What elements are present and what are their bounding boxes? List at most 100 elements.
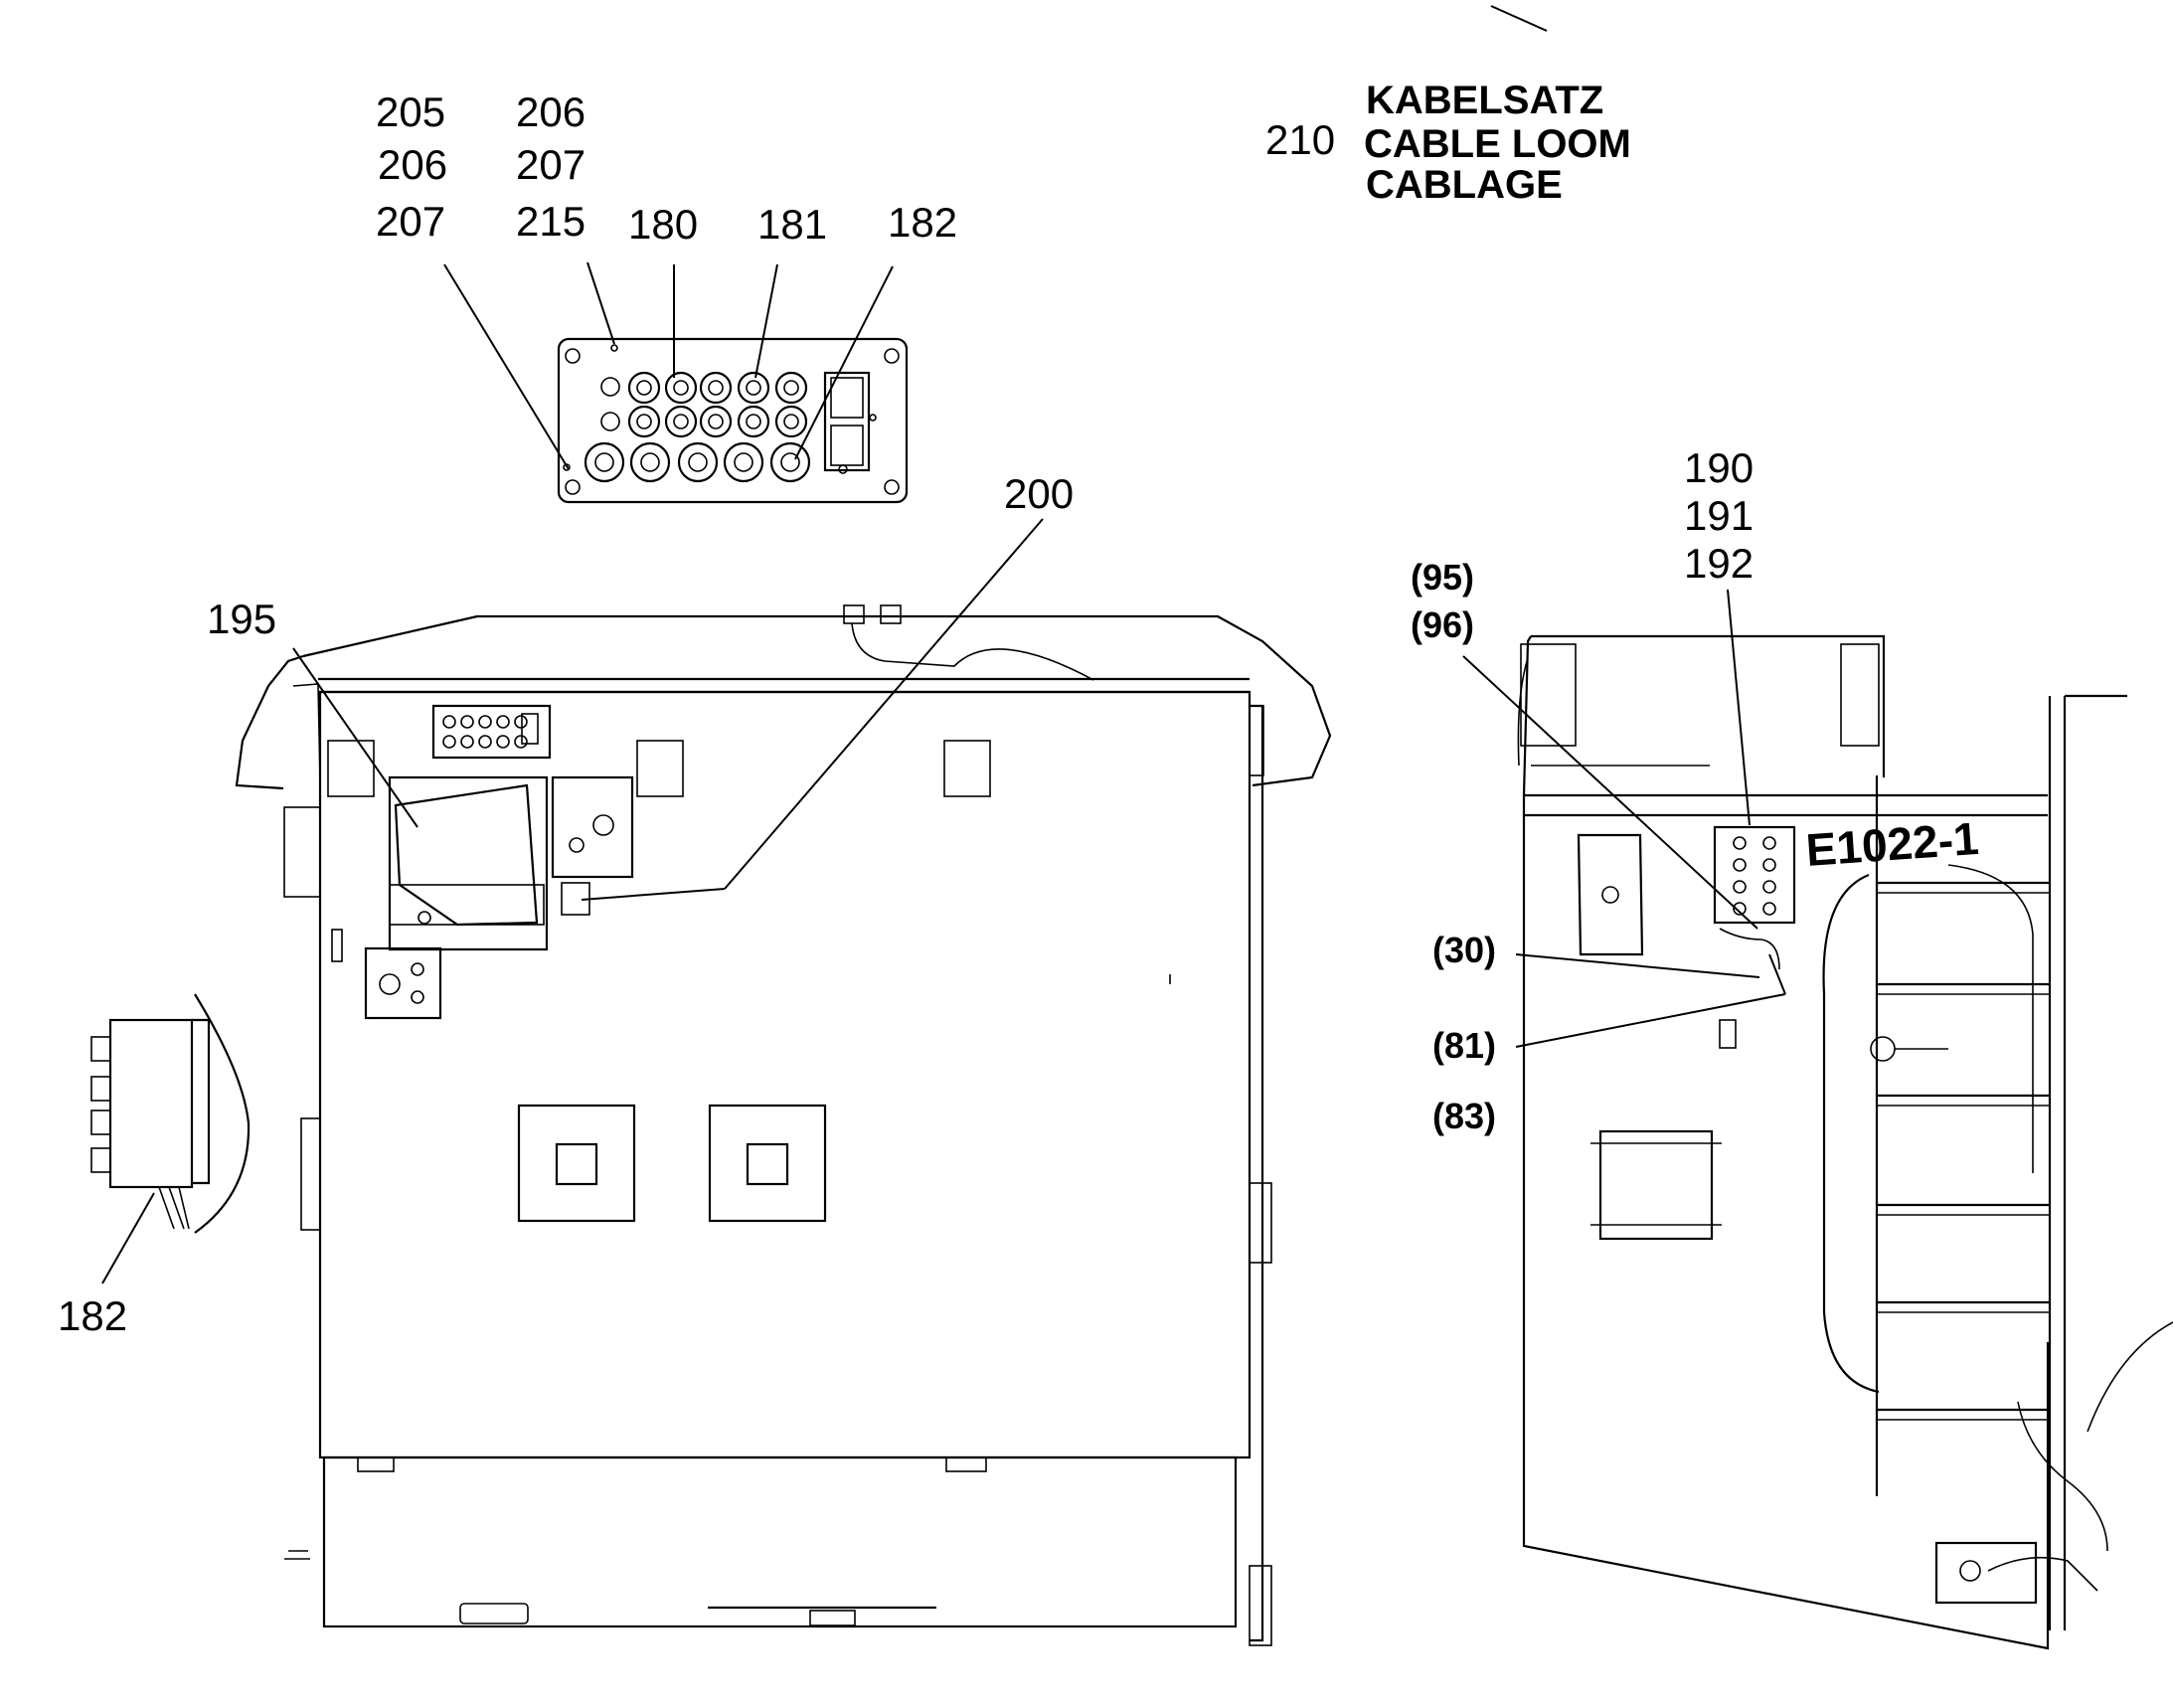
valve-plate [1934,1541,2038,1605]
mounting-plate [943,740,991,797]
cable-gland [737,371,770,405]
cable-gland-core [636,414,652,429]
title-line-cablage: CABLAGE [1366,163,1563,207]
box-button [1733,902,1747,916]
plinth-handle [459,1603,529,1624]
hinge [1249,705,1264,776]
cable-gland [664,405,698,438]
callout-81: (81) [1432,1025,1496,1066]
leader-205 [443,263,570,470]
junction-box [364,946,442,1020]
blank-hole [600,412,620,431]
callout-95: (95) [1411,557,1474,598]
callout-205: 205 [376,88,445,135]
cable-gland [737,405,770,438]
top-frame-edge [1517,657,1529,767]
cable-tails [158,1186,190,1230]
leader-30 [1515,953,1760,978]
control-strip [431,704,552,760]
roof-cable [851,622,1094,681]
ladder-rungs [1877,881,2050,1421]
small-hole [610,344,618,352]
panel-base [389,884,545,926]
roof-plug [880,604,902,624]
box-button [1762,858,1776,872]
cable-gland [677,441,719,483]
plinth-foot [357,1456,395,1472]
machine-tag: E1022-1 [1804,812,1980,876]
cable-gland [699,405,733,438]
strip-button [478,735,492,749]
cable-gland-core [673,414,689,429]
leader-182-top [794,265,894,460]
cable-gland [627,371,661,405]
gland-plate-detail [557,337,909,504]
leader-181 [754,263,778,379]
small-hole [869,414,877,422]
plinth-foot [945,1456,987,1472]
title-line-kabelsatz: KABELSATZ [1366,79,1603,122]
cable-gland [664,371,698,405]
strip-button [514,715,528,729]
mounting-screw [884,348,900,364]
cable-gland-core [673,380,689,396]
roof-outline [302,614,1332,787]
strip-button [478,715,492,729]
roof-left-overhang [235,654,304,790]
leader-200 [724,518,1044,890]
blank-hole [600,377,620,397]
vent-inner [746,1142,789,1186]
mounting-screw [565,348,581,364]
strip-switch [521,713,539,745]
cabinet-side [1250,704,1264,1642]
leader-81 [1515,993,1786,1048]
side-component [331,929,343,962]
callout-182-top: 182 [888,199,957,246]
cable-gland-core [783,414,799,429]
box-button [1762,902,1776,916]
cable-gland-core [594,452,614,472]
small-hole [838,464,848,474]
leader-182-left [101,1192,155,1284]
callout-195: 195 [207,596,276,642]
leader-215 [586,261,615,345]
side-box-cover [194,993,251,1234]
connector-face [830,425,864,466]
gland [379,973,401,995]
strip-button [496,715,510,729]
vent-square [708,1104,827,1223]
vent-inner [555,1142,598,1186]
callout-210: 210 [1265,116,1335,163]
mounting-plate [327,740,375,797]
valve [1959,1560,1981,1582]
callout-215: 215 [516,198,585,245]
cabinet-plinth [322,1455,1238,1628]
box-button [1762,836,1776,850]
strip-button [442,715,456,729]
top-frame-left [1522,635,1532,796]
side-box [108,1018,194,1189]
side-box-detail [90,993,251,1284]
cable-gland-core [708,380,724,396]
callout-83: (83) [1432,1096,1496,1136]
leaders-top [443,261,894,470]
side-hose [1947,864,2034,1173]
leader-81 [1768,953,1786,995]
callout-group-top: 205 206 207 206 207 215 180 181 182 [376,88,957,248]
cable-glands [584,371,811,483]
control-strip-buttons [442,713,539,749]
connector-face [830,377,864,419]
connector [90,1036,111,1062]
side-component [283,806,321,898]
cable-harness [1719,928,1780,970]
roof-edge [292,683,321,781]
cable-gland-core [734,452,753,472]
callout-206-a: 206 [378,141,447,188]
callout-207-a: 207 [376,198,445,245]
cabinet-right-view [1462,589,2173,1650]
gland [411,990,424,1004]
connector [90,1147,111,1173]
cabinet-body [318,690,1252,1459]
right-body [1522,795,2050,1650]
